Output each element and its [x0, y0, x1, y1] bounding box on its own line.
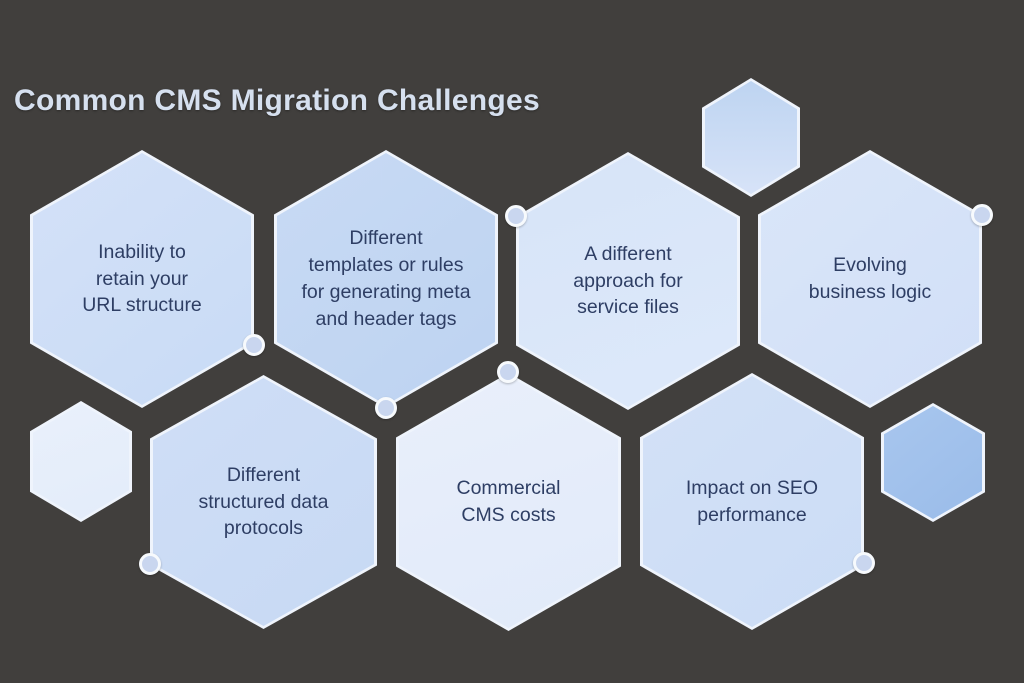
hexagon-url-structure: Inability to retain your URL structure: [30, 150, 254, 408]
hexagon-label: A different approach for service files: [573, 242, 683, 319]
hexagon-label: Impact on SEO performance: [685, 476, 819, 526]
hexagon-label: Evolving business logic: [808, 254, 932, 303]
decor-hexagon-right: [881, 403, 985, 522]
connector-dot: [505, 205, 527, 227]
hexagon-fill: Commercial CMS costs: [399, 376, 618, 628]
hexagon-structured-data: Different structured data protocols: [150, 375, 377, 629]
hexagon-fill: Different templates or rules for generat…: [277, 153, 495, 405]
hexagon-templates-meta-tags: Different templates or rules for generat…: [274, 150, 498, 408]
hexagon-fill: Inability to retain your URL structure: [33, 153, 251, 405]
decor-hexagon-top-right: [702, 78, 800, 197]
connector-dot: [497, 361, 519, 383]
hexagon-fill: [705, 81, 797, 194]
hexagon-fill: A different approach for service files: [519, 155, 737, 407]
hexagon-fill: [33, 404, 129, 519]
hexagon-fill: Impact on SEO performance: [643, 376, 861, 627]
connector-dot: [243, 334, 265, 356]
hexagon-label: Different structured data protocols: [198, 463, 329, 540]
connector-dot: [375, 397, 397, 419]
hexagon-label: Inability to retain your URL structure: [82, 240, 202, 317]
connector-dot: [853, 552, 875, 574]
decor-hexagon-left: [30, 401, 132, 522]
hexagon-fill: [884, 406, 982, 519]
page-title: Common CMS Migration Challenges: [14, 84, 540, 117]
hexagon-label: Commercial CMS costs: [456, 477, 561, 526]
hexagon-service-files: A different approach for service files: [516, 152, 740, 410]
hexagon-fill: Different structured data protocols: [153, 378, 374, 626]
hexagon-business-logic: Evolving business logic: [758, 150, 982, 408]
connector-dot: [139, 553, 161, 575]
hexagon-label: Different templates or rules for generat…: [301, 227, 471, 330]
hexagon-cms-costs: Commercial CMS costs: [396, 373, 621, 631]
hexagon-seo-performance: Impact on SEO performance: [640, 373, 864, 630]
connector-dot: [971, 204, 993, 226]
hexagon-fill: Evolving business logic: [761, 153, 979, 405]
